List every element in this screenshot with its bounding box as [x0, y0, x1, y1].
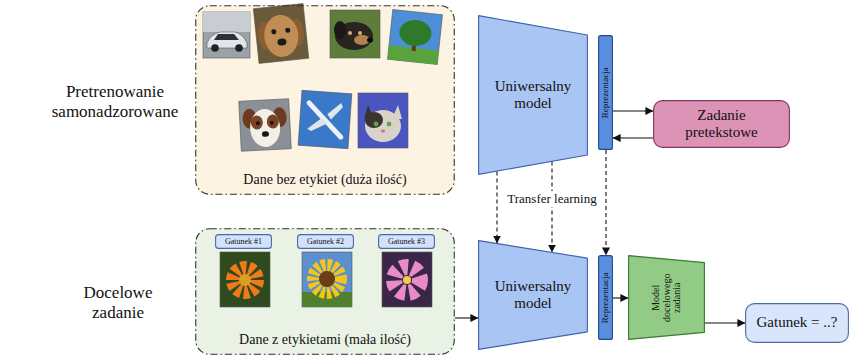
transfer-arrow	[551, 162, 552, 253]
node-text: Uniwersalny model	[486, 78, 580, 113]
node-text: Gatunek #2	[307, 237, 344, 246]
outline-shape	[746, 304, 849, 343]
outline-shape	[298, 235, 354, 249]
representation-bar: Reprezentacja	[598, 255, 613, 340]
cat-photo	[358, 93, 408, 148]
data-panel: Dane z etykietami (mała ilość) Gatunek #1…	[195, 228, 455, 355]
connector-arrow	[613, 297, 628, 298]
node-outline	[195, 5, 455, 195]
dog-photo	[330, 10, 380, 58]
transfer-arrow	[496, 172, 497, 244]
outline-shape	[196, 6, 455, 195]
outline-shape	[379, 235, 435, 249]
model-trapezoid: Uniwersalny model	[478, 240, 588, 350]
transfer-arrow	[605, 150, 606, 255]
representation-bar: Reprezentacja	[598, 35, 613, 150]
flower-photo	[302, 252, 352, 307]
node-text: Reprezentacja	[601, 38, 610, 147]
node-text: Zadanie pretekstowe	[665, 107, 778, 142]
node-text: Dane z etykietami (mała ilość)	[239, 332, 411, 348]
node-text: Gatunek = ..?	[757, 314, 838, 331]
task-head-trapezoid: Model docelowego zadania	[628, 255, 705, 340]
panel-fill	[195, 228, 455, 355]
dog-photo	[239, 99, 292, 152]
output-box: Gatunek = ..?	[745, 303, 849, 343]
outline-shape	[599, 36, 613, 150]
airplane-photo	[298, 90, 352, 148]
panel-fill	[195, 5, 455, 195]
model-trapezoid: Uniwersalny model	[478, 15, 588, 175]
row-label: Docelowe zadanie	[63, 283, 173, 324]
class-tag: Gatunek #1	[215, 234, 272, 249]
node-text: Dane bez etykiet (duża ilość)	[243, 172, 406, 188]
connector-arrow	[613, 137, 653, 138]
node-text: Model docelowego zadania	[651, 270, 683, 326]
pretext-task-box: Zadanie pretekstowe	[653, 100, 790, 148]
car-photo	[203, 12, 250, 58]
outline-shape	[216, 235, 272, 249]
node-text: Uniwersalny model	[486, 278, 580, 313]
outline-shape	[479, 16, 588, 175]
outline-shape	[629, 256, 705, 340]
connector-arrow	[705, 322, 745, 323]
row-label: Pretrenowanie samonadzorowane	[40, 82, 190, 123]
flower-photo	[382, 252, 432, 307]
flower-photo	[220, 252, 270, 307]
connector-arrow	[613, 110, 653, 111]
data-panel: Dane bez etykiet (duża ilość)	[195, 5, 455, 195]
class-tag: Gatunek #3	[378, 234, 435, 249]
tree-photo	[388, 10, 443, 65]
connector-arrow	[455, 317, 478, 318]
class-tag: Gatunek #2	[297, 234, 354, 249]
node-text: Gatunek #1	[225, 237, 262, 246]
outline-shape	[654, 101, 790, 148]
dog-photo	[253, 4, 308, 64]
outline-shape	[479, 241, 588, 350]
outline-shape	[599, 256, 613, 340]
node-text: Gatunek #3	[388, 237, 425, 246]
outline-shape	[196, 229, 455, 355]
edge-label: Transfer learning	[505, 191, 598, 207]
node-text: Reprezentacja	[601, 258, 610, 337]
